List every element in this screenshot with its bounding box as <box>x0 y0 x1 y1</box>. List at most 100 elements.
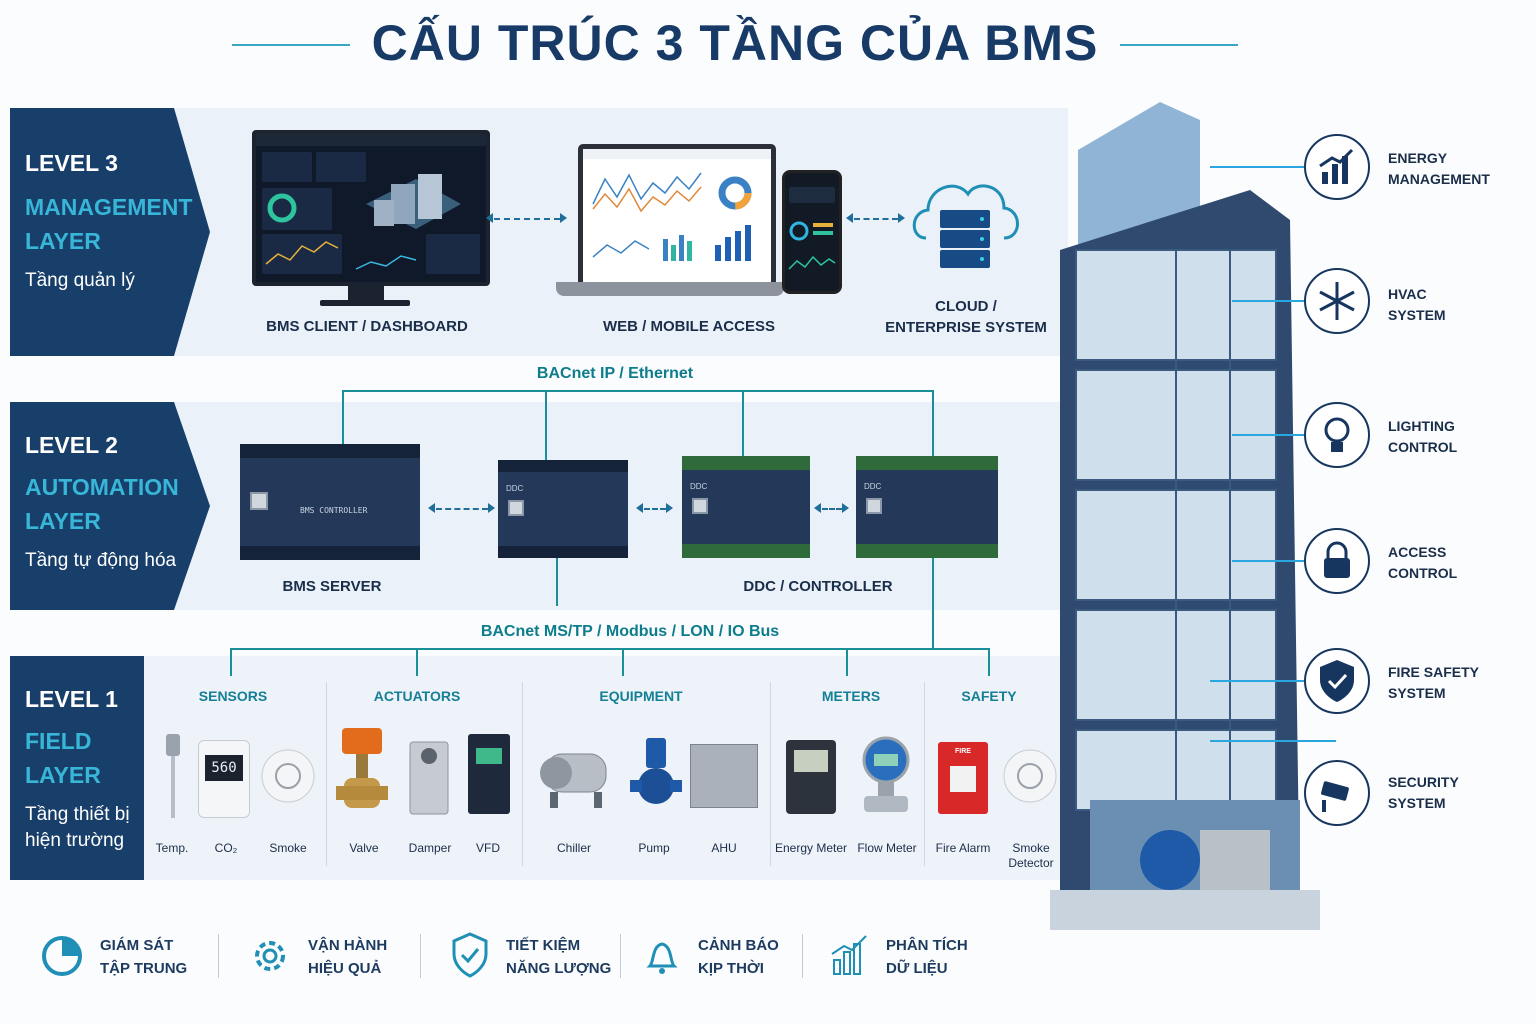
feature-line: GIÁM SÁT <box>100 937 174 954</box>
device-label: Smoke <box>269 841 307 855</box>
layer-vi-name: hiện trường <box>25 830 125 851</box>
arrow-head <box>488 503 495 513</box>
terminal-strip <box>682 456 810 470</box>
protocol-upper-label: BACnet IP / Ethernet <box>536 365 694 382</box>
arrow-head <box>560 213 567 223</box>
terminal-strip <box>682 544 810 558</box>
feature-line: DỮ LIỆU <box>886 960 948 977</box>
category-meters: METERS <box>821 688 881 704</box>
feature-line: HIỆU QUẢ <box>308 960 382 977</box>
level-number: LEVEL 1 <box>25 686 118 712</box>
feature-label: VẬN HÀNH HIỆU QUẢ <box>308 934 387 980</box>
system-label-line: ENERGY <box>1388 150 1448 166</box>
device-text: BMS CONTROLLER <box>300 506 368 515</box>
device-label: Temp. <box>155 841 189 855</box>
level-1-label: LEVEL 1 FIELD LAYER Tầng thiết bị hiện t… <box>10 656 144 880</box>
mobile-screen <box>788 187 836 270</box>
system-label-line: MANAGEMENT <box>1388 171 1490 187</box>
web-mobile-label: WEB / MOBILE ACCESS <box>603 318 775 335</box>
ddc-controller-1: DDC <box>498 460 628 558</box>
arrow-head <box>428 503 435 513</box>
energy-meter-device <box>786 740 836 814</box>
access-control-icon <box>1304 528 1370 594</box>
link-ddc-ddc <box>822 508 842 510</box>
bus-drop-line <box>342 390 344 446</box>
device-label: Damper <box>408 841 452 855</box>
chiller-icon <box>540 753 607 808</box>
building-illustration <box>1050 102 1320 930</box>
ethernet-port-icon <box>866 498 882 514</box>
arrow-head <box>842 503 849 513</box>
link-web-cloud <box>854 218 898 220</box>
bus-drop-line <box>932 390 934 458</box>
bar-chart-icon <box>831 935 867 975</box>
arrow-head <box>846 213 853 223</box>
bulb-icon <box>1324 417 1350 452</box>
system-label: HVAC SYSTEM <box>1388 284 1446 326</box>
ddc-controller-3: DDC <box>856 456 998 558</box>
system-label-line: FIRE SAFETY <box>1388 664 1480 680</box>
arrow-head <box>636 503 643 513</box>
field-bus-drop <box>556 558 558 606</box>
flow-meter-icon <box>862 736 910 812</box>
feature-line: VẬN HÀNH <box>308 937 388 954</box>
category-divider <box>522 682 523 866</box>
level-number: LEVEL 3 <box>25 150 118 176</box>
device-label: Fire Alarm <box>935 841 991 855</box>
terminal-strip <box>856 544 998 558</box>
device-label: Valve <box>349 841 379 855</box>
layer-name: MANAGEMENT <box>25 194 193 220</box>
field-bus-drop <box>622 648 624 676</box>
field-bus-line <box>230 648 990 650</box>
co2-display: 560 <box>205 755 243 781</box>
monitor-chart-icon <box>42 936 82 976</box>
field-bus-drop <box>230 648 232 676</box>
cloud-server-icon <box>912 184 1019 268</box>
cloud-label-line: ENTERPRISE SYSTEM <box>885 319 1047 336</box>
system-label-line: LIGHTING <box>1388 418 1455 434</box>
system-label-line: HVAC <box>1388 286 1427 302</box>
system-link-line <box>1210 680 1304 682</box>
shield-check-icon <box>452 932 488 978</box>
link-ddc-ddc <box>644 508 666 510</box>
ethernet-port-icon <box>250 492 268 510</box>
security-system-icon <box>1304 760 1370 826</box>
layer-name: AUTOMATION <box>25 474 179 500</box>
link-server-ddc <box>436 508 488 510</box>
camera-icon <box>1321 781 1349 812</box>
system-label: ENERGY MANAGEMENT <box>1388 148 1490 190</box>
system-link-line <box>1210 166 1304 168</box>
smoke-detector-icon <box>1003 749 1057 803</box>
alarm-bell-icon <box>646 942 678 974</box>
vfd-device <box>468 734 510 814</box>
system-link-line <box>1232 300 1304 302</box>
device-label: Flow Meter <box>857 841 917 855</box>
system-label-line: SYSTEM <box>1388 307 1446 323</box>
terminal-strip <box>498 460 628 472</box>
bms-server-device: BMS CONTROLLER <box>240 444 420 560</box>
device-label: Energy Meter <box>774 841 848 855</box>
title-decoration-left <box>232 44 350 46</box>
category-divider <box>770 682 771 866</box>
system-link-line <box>1232 560 1304 562</box>
layer-vi-name: Tầng quản lý <box>25 270 135 291</box>
field-bus-drop <box>416 648 418 676</box>
protocol-lower-label: BACnet MS/TP / Modbus / LON / IO Bus <box>480 623 780 640</box>
hvac-icon <box>1304 268 1370 334</box>
device-label: VFD <box>476 841 500 855</box>
shield-icon <box>1320 660 1354 702</box>
laptop <box>578 144 776 288</box>
terminal-strip <box>856 456 998 470</box>
vfd-display <box>476 748 502 764</box>
dashboard-monitor <box>252 130 490 286</box>
terminal-strip <box>498 546 628 558</box>
layer-name: FIELD <box>25 728 92 754</box>
arrow-head <box>898 213 905 223</box>
monitor-base <box>320 300 410 306</box>
